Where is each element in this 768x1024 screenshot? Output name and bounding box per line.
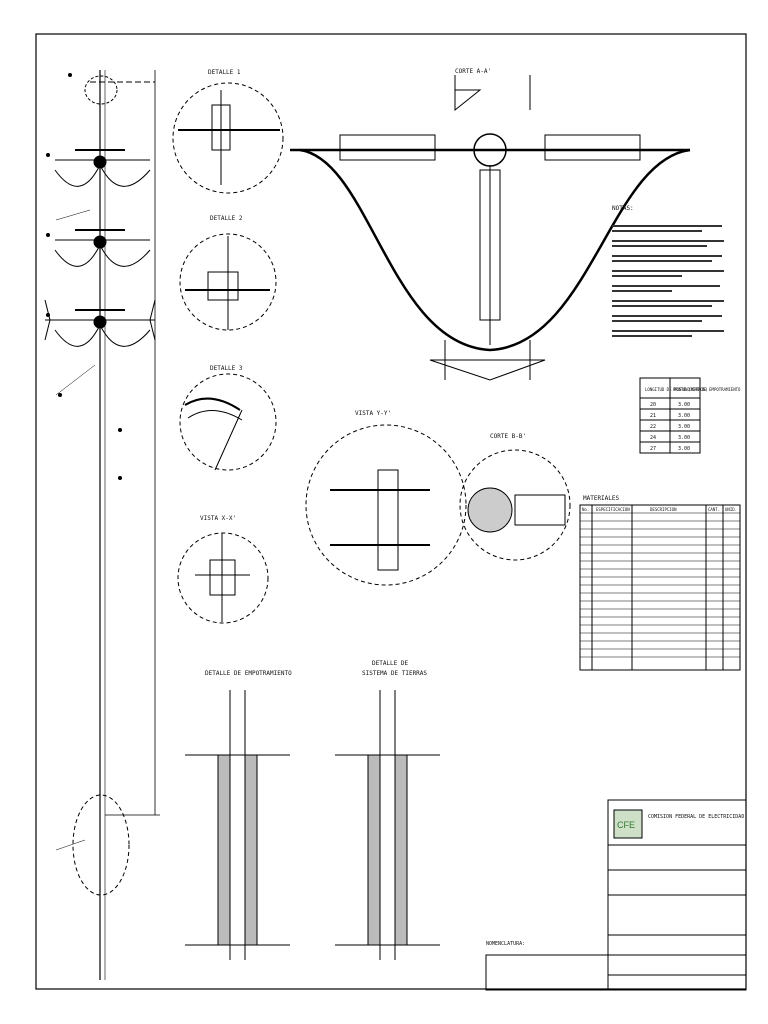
- nomenclatura-title: NOMENCLATURA:: [486, 941, 525, 947]
- tierras-label-2: SISTEMA DE TIERRAS: [362, 670, 427, 677]
- pole-elevation: [44, 70, 160, 980]
- empotramiento-label: DETALLE DE EMPOTRAMIENTO: [205, 670, 292, 677]
- vista-x-x: VISTA X-X': [177, 515, 269, 624]
- detalle-2-label: DETALLE 2: [210, 215, 243, 222]
- cfe-logo: CFE: [617, 820, 635, 830]
- detalle-3-label: DETALLE 3: [210, 365, 243, 372]
- detail-1: DETALLE 1: [172, 69, 284, 194]
- embedment-header-2: PROFUNDIDAD DE EMPOTRAMIENTO: [673, 387, 741, 392]
- embed-row-4-length: 24: [650, 435, 656, 441]
- detalle-1-label: DETALLE 1: [208, 69, 241, 76]
- mat-header-no: No.: [582, 507, 589, 512]
- sheet-border: [35, 33, 747, 990]
- mat-header-qty: CANT.: [708, 507, 720, 512]
- embed-row-5-length: 27: [650, 446, 656, 452]
- embed-row-1-length: 20: [650, 402, 656, 408]
- tierras-label-1: DETALLE DE: [372, 660, 409, 667]
- embed-row-5-depth: 3.00: [678, 446, 690, 452]
- corte-aa-label: CORTE A-A': [455, 68, 491, 75]
- vista-yy-label: VISTA Y-Y': [355, 410, 391, 417]
- embed-row-2-length: 21: [650, 413, 656, 419]
- materials-table: MATERIALES No. ESPECIFIC: [579, 495, 741, 671]
- empotramiento-detail: DETALLE DE EMPOTRAMIENTO: [185, 670, 292, 960]
- embed-row-4-depth: 3.00: [678, 435, 690, 441]
- embedment-table: LONGITUD DE POSTE (METROS) PROFUNDIDAD D…: [639, 377, 741, 454]
- vista-xx-label: VISTA X-X': [200, 515, 236, 522]
- detail-3: DETALLE 3: [179, 365, 277, 471]
- detail-2: DETALLE 2: [179, 215, 277, 331]
- embed-row-2-depth: 3.00: [678, 413, 690, 419]
- embed-row-1-depth: 3.00: [678, 402, 690, 408]
- mat-header-spec: ESPECIFICACION: [596, 507, 630, 512]
- corte-b-b: CORTE B-B': [459, 433, 571, 561]
- company-name: COMISION FEDERAL DE ELECTRICIDAD: [648, 814, 744, 820]
- mat-header-unit: UNID.: [725, 507, 737, 512]
- corte-bb-label: CORTE B-B': [490, 433, 526, 440]
- vista-y-y: VISTA Y-Y': [305, 410, 467, 586]
- materials-title: MATERIALES: [583, 495, 620, 502]
- notes-title: NOTAS:: [612, 205, 634, 212]
- corte-a-a: CORTE A-A': [290, 68, 691, 381]
- embedment-header-1: LONGITUD DE POSTE (METROS): [645, 387, 708, 392]
- embed-row-3-depth: 3.00: [678, 424, 690, 430]
- tierras-detail: DETALLE DE SISTEMA DE TIERRAS: [335, 660, 440, 960]
- notes-section: NOTAS:: [612, 205, 724, 337]
- mat-header-desc: DESCRIPCION: [650, 507, 677, 512]
- title-block: CFE COMISION FEDERAL DE ELECTRICIDAD NOM…: [485, 799, 747, 991]
- embed-row-3-length: 22: [650, 424, 656, 430]
